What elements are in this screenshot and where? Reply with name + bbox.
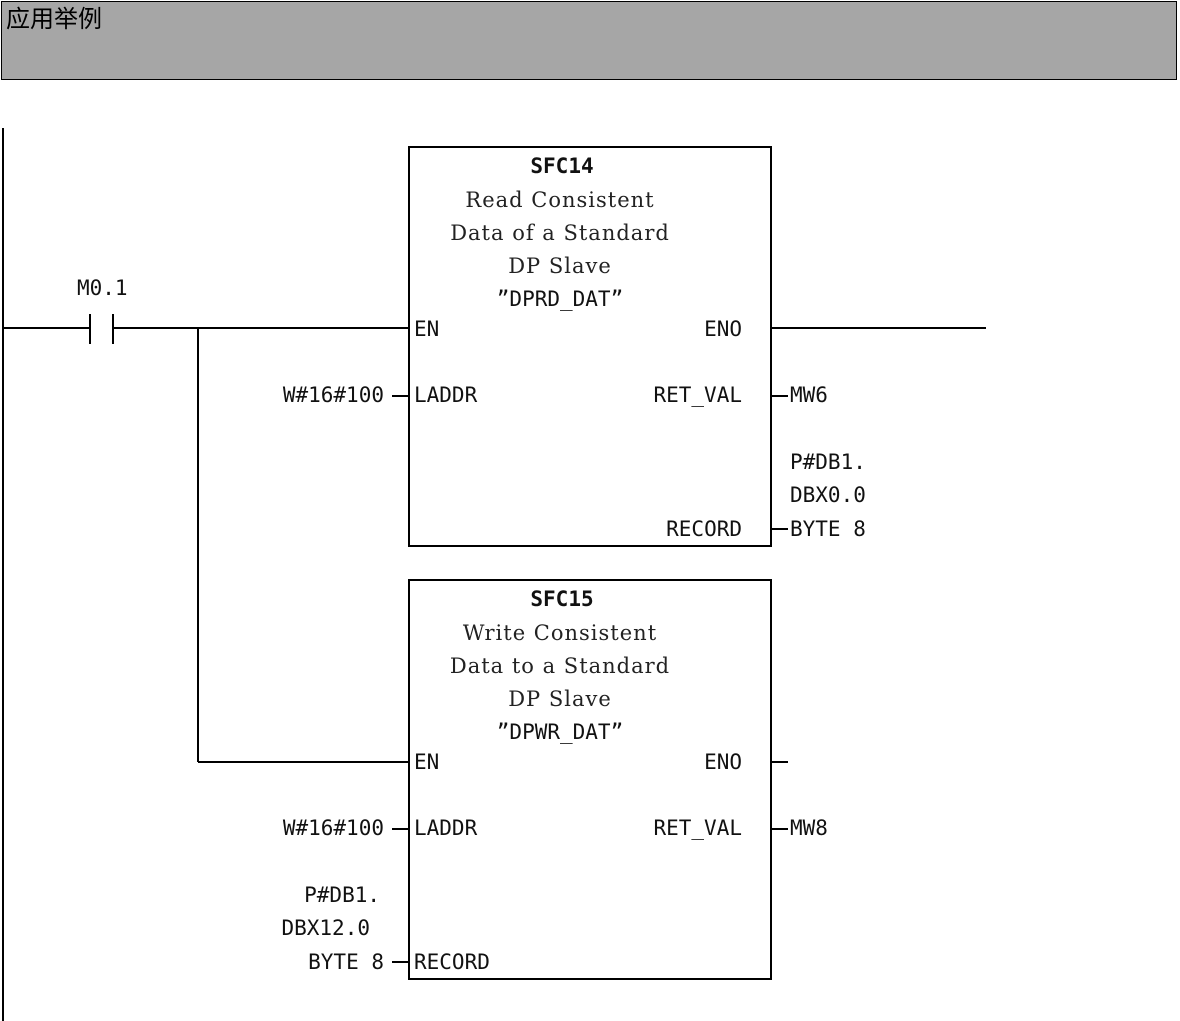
contact-m0-1[interactable] <box>89 314 114 344</box>
sfc15-number: SFC15 <box>530 587 593 611</box>
sfc15-block[interactable] <box>408 579 772 980</box>
sfc14-pin-record: RECORD <box>666 517 742 541</box>
sfc15-desc-line1: Write Consistent <box>463 621 657 645</box>
sfc14-desc-line1: Read Consistent <box>465 188 654 212</box>
network-title: 应用举例 <box>6 5 102 33</box>
sfc15-symbol: ”DPWR_DAT” <box>497 720 623 744</box>
sfc15-record-line2[interactable]: DBX12.0 <box>281 916 370 940</box>
sfc15-record-line3[interactable]: BYTE 8 <box>308 950 384 974</box>
sfc15-laddr-value[interactable]: W#16#100 <box>283 816 384 840</box>
sfc15-record-line1[interactable]: P#DB1. <box>304 883 380 907</box>
sfc15-ret-val-value[interactable]: MW8 <box>790 816 828 840</box>
sfc14-record-line2[interactable]: DBX0.0 <box>790 483 866 507</box>
sfc14-pin-eno: ENO <box>704 317 742 341</box>
sfc14-desc-line3: DP Slave <box>508 254 612 278</box>
sfc14-symbol: ”DPRD_DAT” <box>497 287 623 311</box>
sfc15-pin-en: EN <box>414 750 439 774</box>
sfc14-record-line3[interactable]: BYTE 8 <box>790 517 866 541</box>
sfc14-number: SFC14 <box>530 154 593 178</box>
sfc15-desc-line2: Data to a Standard <box>450 654 670 678</box>
sfc14-laddr-value[interactable]: W#16#100 <box>283 383 384 407</box>
sfc14-pin-laddr: LADDR <box>414 383 478 407</box>
sfc15-pin-laddr: LADDR <box>414 816 478 840</box>
sfc15-pin-record: RECORD <box>414 950 490 974</box>
sfc14-record-line1[interactable]: P#DB1. <box>790 450 866 474</box>
sfc15-desc-line3: DP Slave <box>508 687 612 711</box>
sfc15-pin-ret-val: RET_VAL <box>653 816 742 840</box>
sfc14-block[interactable] <box>408 146 772 547</box>
network-title-bar[interactable]: 应用举例 <box>1 1 1177 80</box>
sfc15-pin-eno: ENO <box>704 750 742 774</box>
sfc14-ret-val-value[interactable]: MW6 <box>790 383 828 407</box>
sfc14-pin-en: EN <box>414 317 439 341</box>
contact-address: M0.1 <box>77 276 128 300</box>
sfc14-pin-ret-val: RET_VAL <box>653 383 742 407</box>
sfc14-desc-line2: Data of a Standard <box>450 221 670 245</box>
